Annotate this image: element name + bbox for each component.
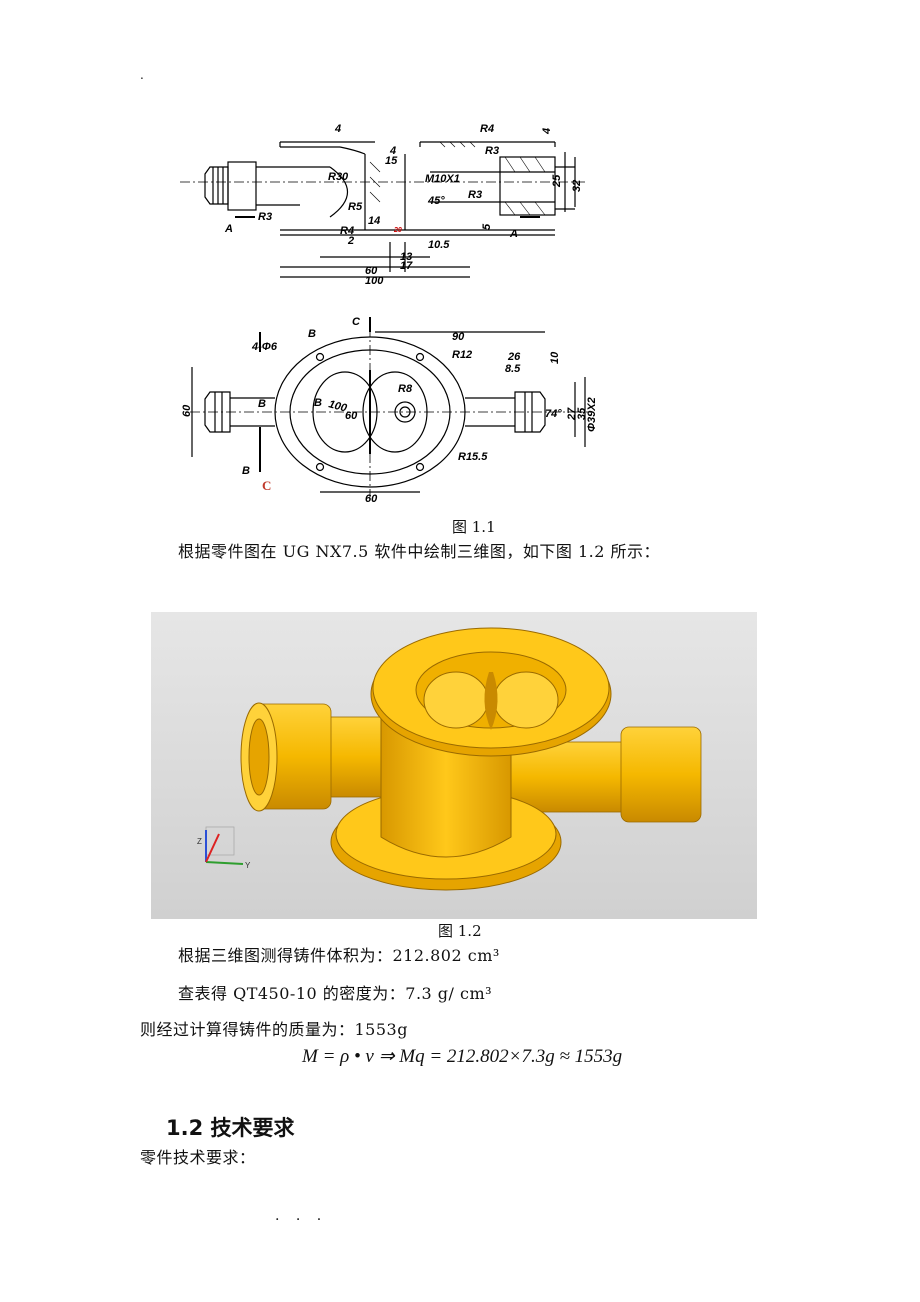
label-dim-5: 5: [481, 223, 493, 230]
label-c-top: C: [352, 316, 361, 328]
label-dim-4a: 4: [334, 123, 341, 135]
paragraph-density: 查表得 QT450-10 的密度为：7.3 g/ cm³: [178, 984, 493, 1003]
page-footer-mark: . . .: [275, 1208, 328, 1224]
label-angle-74: 74°: [545, 408, 562, 420]
paragraph-mass: 则经过计算得铸件的质量为：1553g: [140, 1020, 408, 1039]
axis-x-label: Y: [245, 861, 251, 870]
label-r30: R30: [328, 171, 349, 183]
label-r4-bottom: R4: [340, 225, 354, 237]
label-b-bottom: B: [242, 465, 250, 477]
label-dim-60-bottom: 60: [365, 493, 378, 505]
3d-model-render: Y Z: [151, 612, 757, 923]
page-mark: .: [140, 68, 144, 82]
label-dim-15: 15: [385, 155, 398, 167]
label-dim-32: 32: [571, 180, 583, 192]
label-b-mid: B: [314, 397, 322, 409]
label-r4-top: R4: [480, 123, 494, 135]
label-a-left: A: [224, 223, 233, 235]
label-r5: R5: [348, 201, 363, 213]
label-thread: M10X1: [425, 173, 460, 185]
label-dim-27: 27: [566, 407, 578, 421]
label-r3-right: R3: [468, 189, 482, 201]
label-c-bottom: C: [262, 478, 271, 493]
label-r3-top: R3: [485, 145, 499, 157]
label-dim-100: 100: [365, 275, 384, 287]
label-dim-39: Φ39X2: [586, 397, 598, 432]
label-dim-60: 60: [365, 265, 378, 277]
label-dim-60-inner: 60: [345, 410, 358, 422]
label-dim-100-plan: 100: [327, 398, 349, 415]
label-r3-left: R3: [258, 211, 272, 223]
label-dim-10: 10: [549, 351, 561, 364]
engineering-drawing: A A R4 R3 R30 R5 R3 R4 R3 M10X1 45° 4 4 …: [180, 112, 600, 511]
label-dim-10-5: 10.5: [428, 239, 450, 251]
paragraph-volume: 根据三维图测得铸件体积为：212.802 cm³: [178, 946, 500, 965]
paragraph-requirements: 零件技术要求：: [140, 1148, 256, 1167]
mass-formula: M = ρ • v ⇒ Mq = 212.802×7.3g ≈ 1553g: [302, 1046, 623, 1067]
label-b-top: B: [308, 328, 316, 340]
label-dim-35: 35: [576, 407, 588, 420]
label-a-right: A: [509, 228, 518, 240]
label-r15-5: R15.5: [458, 451, 488, 463]
label-dim-26: 26: [507, 351, 521, 363]
label-dim-14: 14: [368, 215, 380, 227]
label-dim-4c: 4: [541, 128, 553, 135]
label-dim-20: 20: [393, 227, 402, 234]
label-b-left: B: [258, 398, 266, 410]
label-dim-17: 17: [400, 260, 413, 272]
label-angle: 45°: [427, 195, 445, 207]
label-dim-8-5: 8.5: [505, 363, 521, 375]
label-dim-60-left: 60: [181, 404, 193, 417]
label-r12: R12: [452, 349, 472, 361]
axis-z-label: Z: [197, 837, 202, 846]
label-r8: R8: [398, 383, 413, 395]
label-dim-4b: 4: [389, 145, 396, 157]
label-holes: 4-Φ6: [251, 341, 278, 353]
label-dim-13: 13: [400, 251, 412, 263]
paragraph-1: 根据零件图在 UG NX7.5 软件中绘制三维图，如下图 1.2 所示：: [178, 542, 660, 561]
label-dim-90: 90: [452, 331, 465, 343]
figure-caption-1-1: 图 1.1: [452, 518, 496, 536]
label-dim-25: 25: [551, 174, 563, 188]
label-dim-2: 2: [347, 235, 354, 247]
section-heading: 1.2 技术要求: [166, 1116, 295, 1140]
figure-caption-1-2: 图 1.2: [438, 922, 482, 940]
